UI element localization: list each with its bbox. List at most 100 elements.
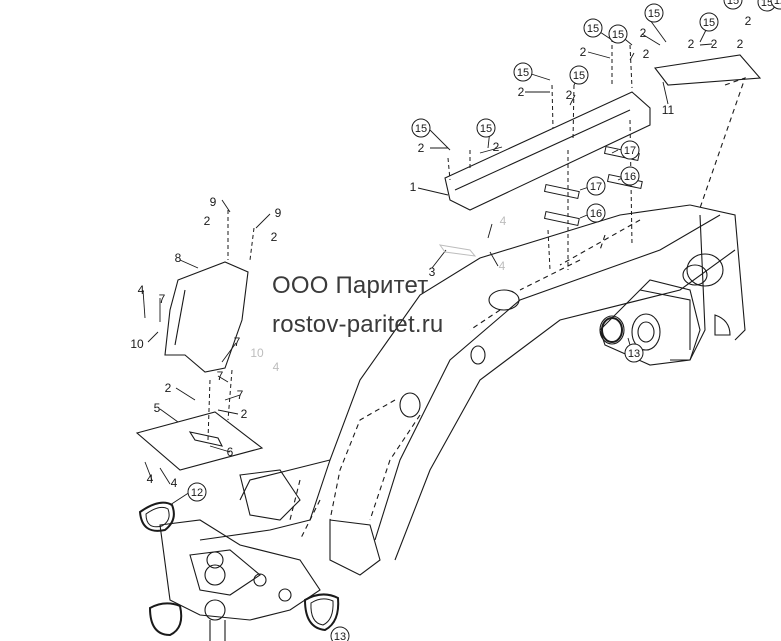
callout-4: 4 [273, 360, 280, 374]
callout-number: 2 [737, 37, 744, 51]
callout-number: 9 [210, 195, 217, 209]
callout-15: 15 [569, 65, 589, 85]
callout-2: 2 [745, 14, 752, 28]
callout-number: 2 [165, 381, 172, 395]
callout-number: 16 [590, 208, 602, 220]
chassis-frame [159, 204, 746, 641]
callout-number: 17 [590, 181, 602, 193]
callout-number: 2 [643, 47, 650, 61]
callout-number: 4 [138, 283, 145, 297]
callout-number: 6 [227, 445, 234, 459]
callout-10: 10 [130, 337, 144, 351]
callout-15: 15 [699, 12, 719, 32]
callout-15: 15 [411, 118, 431, 138]
callout-15: 15 [723, 0, 743, 10]
callout-number: 2 [711, 37, 718, 51]
side-plate-assembly [599, 279, 701, 366]
callout-2: 2 [271, 230, 278, 244]
callout-number: 1 [410, 180, 417, 194]
callout-2: 2 [643, 47, 650, 61]
callout-number: 15 [612, 29, 624, 41]
callout-number: 3 [429, 265, 436, 279]
callout-2: 2 [204, 214, 211, 228]
callout-15: 15 [608, 24, 628, 44]
callout-15: 15 [644, 3, 664, 23]
callout-2: 2 [165, 381, 172, 395]
callout-10: 10 [250, 346, 264, 360]
callout-number: 2 [566, 88, 573, 102]
callout-2: 2 [566, 88, 573, 102]
callout-number: 15 [727, 0, 739, 7]
callout-number: 15 [703, 17, 715, 29]
callout-number: 2 [271, 230, 278, 244]
watermark-website: rostov-paritet.ru [272, 311, 444, 338]
fastener-lines [207, 38, 633, 441]
callout-4: 4 [147, 472, 154, 486]
callout-3: 3 [429, 265, 436, 279]
callout-number: 4 [273, 360, 280, 374]
callout-13: 13 [330, 626, 350, 641]
callout-12: 12 [770, 0, 781, 10]
callout-7: 7 [237, 388, 244, 402]
callout-number: 2 [418, 141, 425, 155]
callout-number: 17 [624, 145, 636, 157]
callout-number: 2 [688, 37, 695, 51]
callout-7: 7 [159, 292, 166, 306]
callout-2: 2 [688, 37, 695, 51]
callout-number: 15 [415, 123, 427, 135]
callout-7: 7 [234, 335, 241, 349]
callout-labels: 1521521521521521521521521521522111171716… [130, 0, 781, 641]
left-guard [164, 261, 249, 373]
callout-9: 9 [275, 206, 282, 220]
callout-1: 1 [410, 180, 417, 194]
callout-number: 5 [154, 401, 161, 415]
callout-16: 16 [620, 166, 640, 186]
callout-number: 10 [130, 337, 144, 351]
callout-number: 12 [191, 487, 203, 499]
callout-13: 13 [624, 343, 644, 363]
callout-15: 15 [476, 118, 496, 138]
callout-number: 4 [171, 476, 178, 490]
callout-16: 16 [586, 203, 606, 223]
callout-15: 15 [513, 62, 533, 82]
callout-number: 13 [628, 348, 640, 360]
callout-2: 2 [518, 85, 525, 99]
callout-11: 11 [662, 103, 675, 117]
callout-6: 6 [227, 445, 234, 459]
callout-number: 2 [640, 26, 647, 40]
callout-number: 2 [204, 214, 211, 228]
callout-17: 17 [620, 140, 640, 160]
callout-number: 7 [159, 292, 166, 306]
callout-2: 2 [737, 37, 744, 51]
floor-plate [135, 411, 264, 471]
callout-4: 4 [499, 259, 506, 273]
callout-2: 2 [711, 37, 718, 51]
callout-number: 4 [500, 214, 507, 228]
callout-number: 2 [241, 407, 248, 421]
callout-number: 4 [499, 259, 506, 273]
callout-number: 2 [493, 140, 500, 154]
callout-9: 9 [210, 195, 217, 209]
faded-bracket [438, 244, 477, 257]
callout-7: 7 [217, 369, 224, 383]
callout-number: 2 [518, 85, 525, 99]
cover-plate [653, 54, 762, 209]
callout-number: 7 [237, 388, 244, 402]
callout-number: 9 [275, 206, 282, 220]
callout-number: 16 [624, 171, 636, 183]
callout-2: 2 [493, 140, 500, 154]
callout-number: 2 [745, 14, 752, 28]
callout-2: 2 [418, 141, 425, 155]
callout-2: 2 [580, 45, 587, 59]
watermark-company-name: ООО Паритет [272, 272, 429, 299]
callout-5: 5 [154, 401, 161, 415]
callout-number: 11 [662, 103, 675, 117]
callout-8: 8 [175, 251, 182, 265]
callout-number: 15 [517, 67, 529, 79]
callout-17: 17 [586, 176, 606, 196]
seals [138, 317, 623, 637]
callout-12: 12 [187, 482, 207, 502]
callout-number: 15 [587, 23, 599, 35]
callout-number: 12 [774, 0, 781, 7]
